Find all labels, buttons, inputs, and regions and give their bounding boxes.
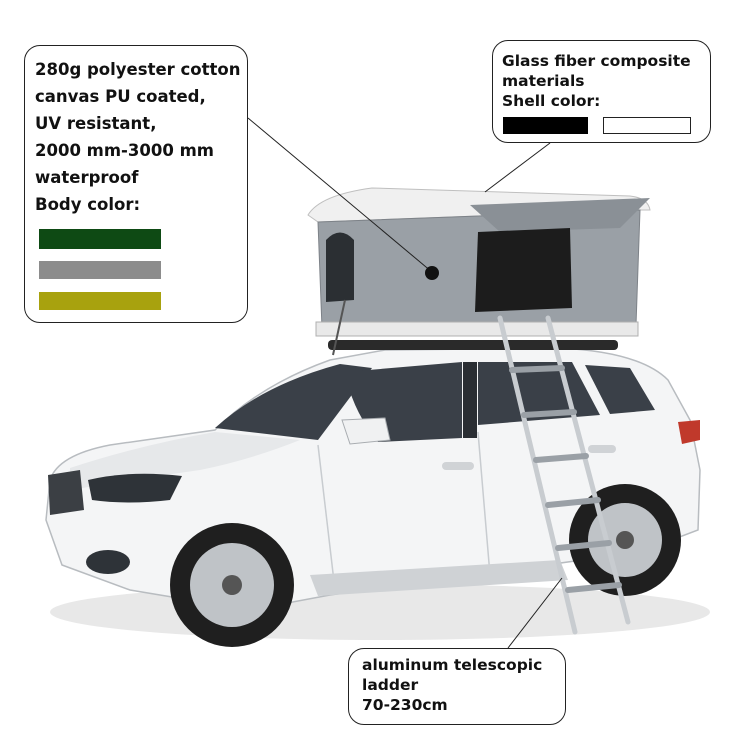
door-handle [442,462,474,470]
side-step [310,560,568,596]
body-color-label: Body color: [35,195,141,214]
side-mirror [341,417,391,445]
quarter-window [585,365,655,414]
shell-spec-line: Glass fiber composite [502,52,691,70]
door-seam [477,431,491,576]
body-color-swatch-olive [39,292,161,310]
telescopic-ladder [497,315,631,635]
canvas-spec-line: 280g polyester cotton [35,60,241,79]
grille [48,470,84,515]
body-color-swatch-grey [39,261,161,279]
roof-tent [307,187,651,356]
ladder-spec-line: ladder [362,676,419,694]
leader-line-ladder [507,577,563,649]
tail-light [678,420,700,444]
shell-color-swatch-black [503,117,588,134]
canvas-spec-line: canvas PU coated, [35,87,206,106]
front-wheel [170,523,294,647]
fog-light [86,550,130,574]
shell-color-swatch-white [603,117,691,134]
shell-color-label: Shell color: [502,92,601,110]
headlight [88,473,182,503]
tent-entrance [475,228,572,312]
leader-line-canvas [247,117,433,273]
canvas-spec-line: waterproof [35,168,139,187]
door-handle [588,445,616,453]
shell-spec-line: materials [502,72,585,90]
shell-spec-callout: Glass fiber composite materials Shell co… [492,40,711,143]
canvas-spec-line: UV resistant, [35,114,157,133]
tent-base [315,321,639,337]
body-color-swatch-green [39,229,161,249]
b-pillar [463,362,477,438]
ladder-spec-line: 70-230cm [362,696,448,714]
windshield [215,364,372,440]
roof-rack [328,340,618,350]
door-seam [317,444,336,591]
ladder-spec-callout: aluminum telescopic ladder 70-230cm [348,648,566,725]
tent-awning [470,198,650,232]
tent-window [326,232,354,302]
leader-line-shell [484,142,551,193]
ladder-spec-line: aluminum telescopic [362,656,543,674]
canvas-spec-callout: 280g polyester cotton canvas PU coated, … [24,45,248,323]
canvas-spec-line: 2000 mm-3000 mm [35,141,214,160]
tent-pole [332,299,346,356]
leader-dot-canvas [425,266,439,280]
